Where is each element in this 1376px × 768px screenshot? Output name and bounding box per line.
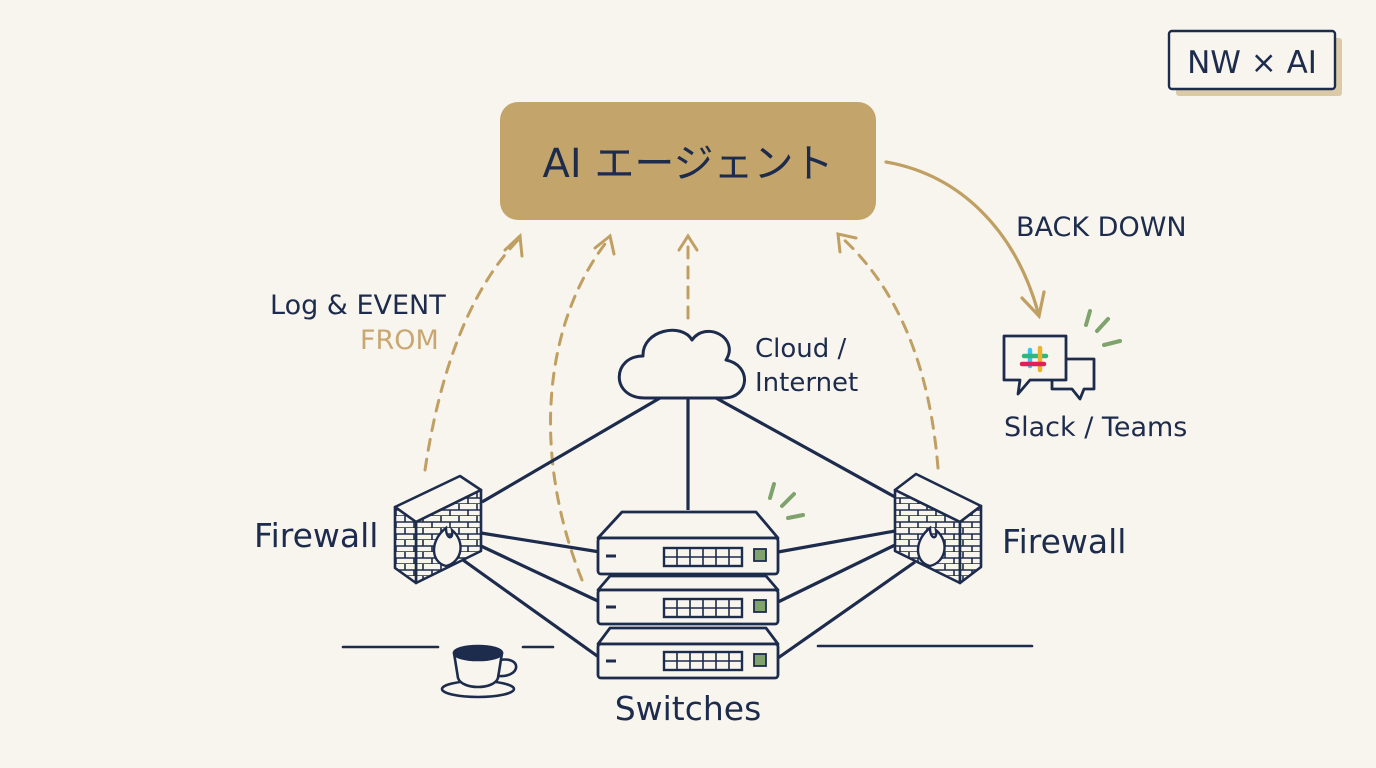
cloud-label-line1: Cloud /: [755, 334, 847, 364]
network-links: [462, 396, 916, 660]
firewall-left-label: Firewall: [254, 516, 378, 555]
switch-stack: [596, 510, 780, 680]
chat-bubble-icon: [1002, 334, 1096, 401]
firewall-right-icon: [893, 472, 983, 585]
log-event-arrows: [423, 232, 940, 582]
ai-agent-label: AI エージェント: [542, 141, 833, 187]
switch-icon: [596, 510, 780, 576]
ai-agent-box: AI エージェント: [500, 102, 876, 220]
firewall-left-icon: [393, 474, 483, 585]
coffee-cup-icon: [440, 644, 518, 699]
ground-lines: [341, 644, 1034, 649]
cloud-label-line2: Internet: [755, 368, 858, 398]
switch-activity-marks: [768, 482, 805, 520]
switch-icon: [596, 626, 780, 680]
firewall-right-label: Firewall: [1002, 522, 1126, 561]
log-event-label: Log & EVENT: [270, 290, 446, 321]
back-down-arrow: [884, 160, 1046, 320]
slack-logo-icon: [1019, 345, 1049, 373]
chat-label: Slack / Teams: [1004, 412, 1187, 443]
switch-icon: [596, 574, 780, 626]
switches-label: Switches: [615, 689, 762, 728]
cloud-icon: [617, 328, 746, 400]
from-label: FROM: [360, 325, 439, 356]
nw-ai-badge: NW × AI: [1167, 29, 1342, 96]
back-down-label: BACK DOWN: [1016, 212, 1187, 243]
badge-label: NW × AI: [1187, 45, 1317, 81]
chat-activity-marks: [1084, 309, 1122, 347]
